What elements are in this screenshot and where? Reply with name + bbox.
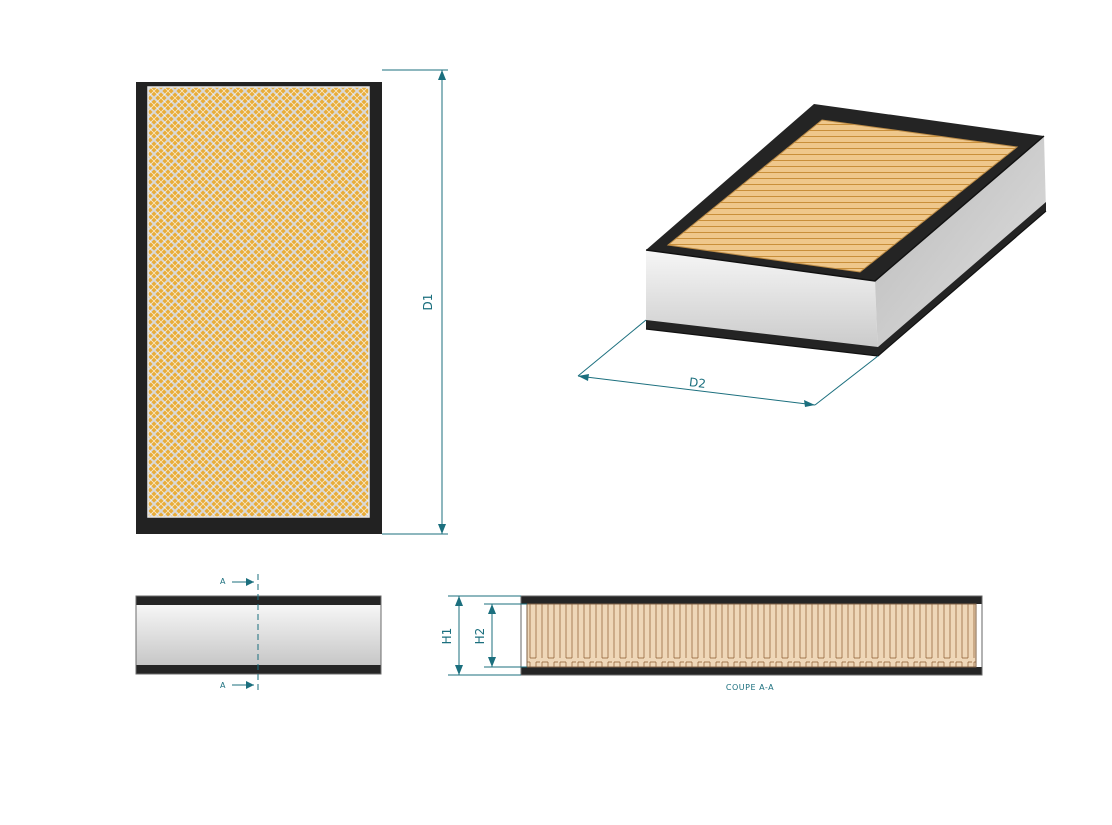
isometric-media-border xyxy=(666,119,1019,273)
d2-dimension: D2 xyxy=(577,319,879,407)
side-view-top-frame xyxy=(136,596,381,605)
section-view: COUPE A-A xyxy=(520,595,983,692)
front-view-inner-border xyxy=(147,86,370,518)
section-marker-bottom-arrow xyxy=(246,681,254,689)
isometric-view xyxy=(645,104,1047,357)
section-caption: COUPE A-A xyxy=(726,683,774,692)
d2-extension-left xyxy=(577,319,647,377)
section-view-outline xyxy=(520,595,983,676)
front-view-mesh xyxy=(148,87,369,517)
d1-dimension: D1 xyxy=(382,69,448,535)
h1-arrow-bottom xyxy=(455,665,463,675)
section-view-pleats-outline xyxy=(526,603,977,668)
h2-arrow-bottom xyxy=(488,657,496,667)
section-marker-top-label: A xyxy=(220,577,226,586)
d1-arrow-top xyxy=(438,70,446,80)
d2-dimension-line xyxy=(577,375,816,406)
h1-arrow-top xyxy=(455,596,463,606)
h1-label: H1 xyxy=(440,628,454,645)
section-view-pleats xyxy=(527,604,976,667)
section-marker-bottom-label: A xyxy=(220,681,226,690)
section-marker-top-arrow xyxy=(246,578,254,586)
isometric-bottom-front-band xyxy=(646,320,878,356)
isometric-side-face xyxy=(875,136,1046,356)
section-view-bottom-frame xyxy=(521,667,982,675)
d2-extension-right xyxy=(814,355,879,406)
d2-arrow-right xyxy=(804,400,815,407)
isometric-bottom-side-band xyxy=(878,202,1046,356)
h2-label: H2 xyxy=(473,628,487,645)
section-view-top-frame xyxy=(521,596,982,604)
h2-arrow-top xyxy=(488,604,496,614)
d1-arrow-bottom xyxy=(438,524,446,534)
d2-label: D2 xyxy=(688,375,706,391)
side-view: A A xyxy=(135,574,382,692)
front-view xyxy=(136,82,382,534)
isometric-media xyxy=(668,120,1017,272)
d2-arrow-left xyxy=(578,374,589,381)
isometric-top-edge xyxy=(645,135,1045,282)
h2-dimension: H2 xyxy=(473,603,527,668)
h1-dimension: H1 xyxy=(440,595,521,676)
d1-label: D1 xyxy=(421,294,435,311)
